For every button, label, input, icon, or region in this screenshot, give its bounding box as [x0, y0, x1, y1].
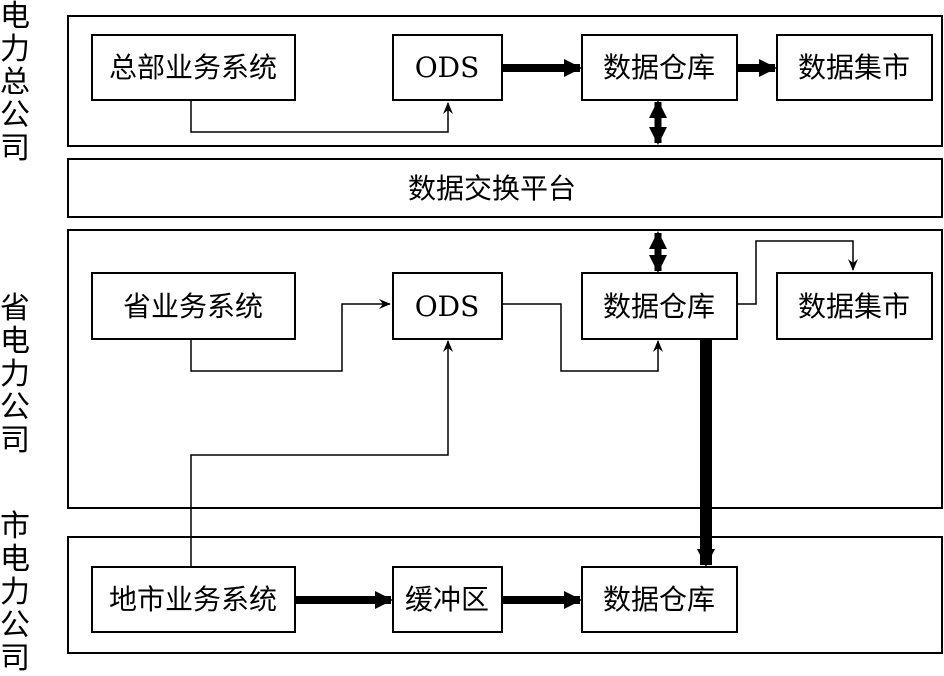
city-layer-frame: [67, 536, 943, 654]
hq-layer-frame: [67, 15, 943, 147]
hq-warehouse-label: 数据仓库: [603, 51, 715, 84]
city-buffer-label: 缓冲区: [405, 583, 489, 616]
city-warehouse-box: [581, 566, 738, 633]
city-warehouse-label: 数据仓库: [603, 583, 715, 616]
province-ods-label: ODS: [415, 290, 480, 323]
city-business-to-province-ods-arrow: [190, 340, 453, 567]
exchange-platform-box: [67, 158, 943, 218]
province-warehouse-label: 数据仓库: [603, 290, 715, 323]
hq-ods-box: [392, 34, 503, 101]
city-buffer-box: [392, 566, 503, 633]
hq-warehouse-box: [581, 34, 738, 101]
province-business-to-ods-arrow: [190, 299, 391, 372]
province-warehouse-to-mart-arrow: [737, 240, 858, 305]
hq-business-system-label: 总部业务系统: [109, 51, 277, 84]
province-ods-box: [392, 272, 503, 340]
province-mart-label: 数据集市: [798, 290, 910, 323]
province-warehouse-box: [581, 272, 738, 340]
province-business-system-box: [91, 272, 296, 340]
hq-mart-box: [776, 34, 933, 101]
province-business-system-label: 省业务系统: [123, 290, 263, 323]
hq-business-to-ods-arrow: [190, 100, 453, 133]
hq-mart-label: 数据集市: [798, 51, 910, 84]
province-layer-frame: [67, 229, 943, 509]
province-mart-box: [776, 272, 933, 340]
side-label-hq: 电 力 总 公 司: [0, 0, 30, 166]
city-business-system-box: [91, 566, 296, 633]
city-business-system-label: 地市业务系统: [109, 583, 277, 616]
hq-ods-label: ODS: [415, 51, 480, 84]
exchange-platform-label: 数据交换平台: [408, 172, 576, 205]
side-label-city: 市 电 力 公 司: [0, 509, 30, 676]
hq-business-system-box: [91, 34, 296, 101]
side-label-province: 省 电 力 公 司: [0, 291, 30, 458]
province-ods-to-warehouse-arrow: [502, 303, 663, 372]
